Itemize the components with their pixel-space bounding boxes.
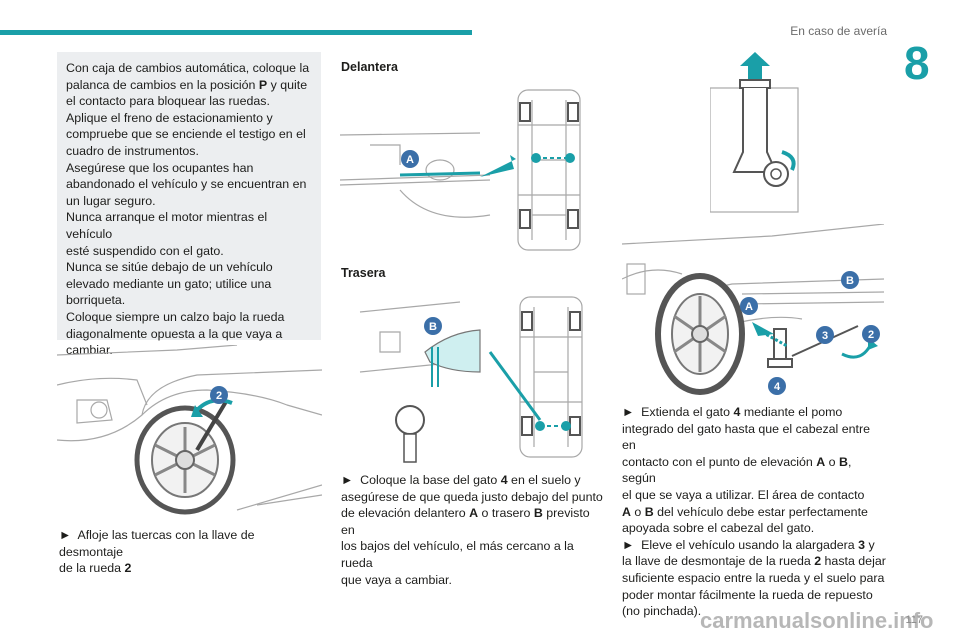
heading-front: Delantera <box>341 60 398 74</box>
callout-a-front: A <box>406 154 414 166</box>
section-title: En caso de avería <box>790 24 887 38</box>
header-accent-bar <box>0 30 472 35</box>
chapter-number: 8 <box>904 37 930 89</box>
wheel-wrench-illustration: 2 <box>57 345 322 515</box>
callout-2-col3: 2 <box>868 329 874 341</box>
warning-text: Con caja de cambios automática, coloque … <box>66 61 310 358</box>
heading-rear: Trasera <box>341 266 386 280</box>
step-position-jack: ► Coloque la base del gato 4 en el suelo… <box>341 473 603 587</box>
step-extend-jack: ► Extienda el gato 4 mediante el pomo in… <box>622 405 886 619</box>
step-loosen-nuts: ► Afloje las tuercas con la llave de des… <box>59 528 255 576</box>
page-number: 117 <box>905 614 923 626</box>
jack-lifting-illustration: B A 3 2 4 <box>622 224 884 395</box>
front-jack-point-illustration: A <box>340 89 581 251</box>
callout-2: 2 <box>216 390 222 402</box>
callout-b: B <box>846 275 854 287</box>
warning-box: Con caja de cambios automática, coloque … <box>57 52 321 357</box>
callout-4: 4 <box>774 381 781 393</box>
callout-a: A <box>745 301 753 313</box>
watermark: carmanualsonline.info <box>700 608 934 633</box>
callout-3: 3 <box>822 330 828 342</box>
rear-jack-point-illustration: B <box>359 296 583 463</box>
callout-b-rear: B <box>429 321 437 333</box>
jack-detail-illustration <box>710 52 799 213</box>
